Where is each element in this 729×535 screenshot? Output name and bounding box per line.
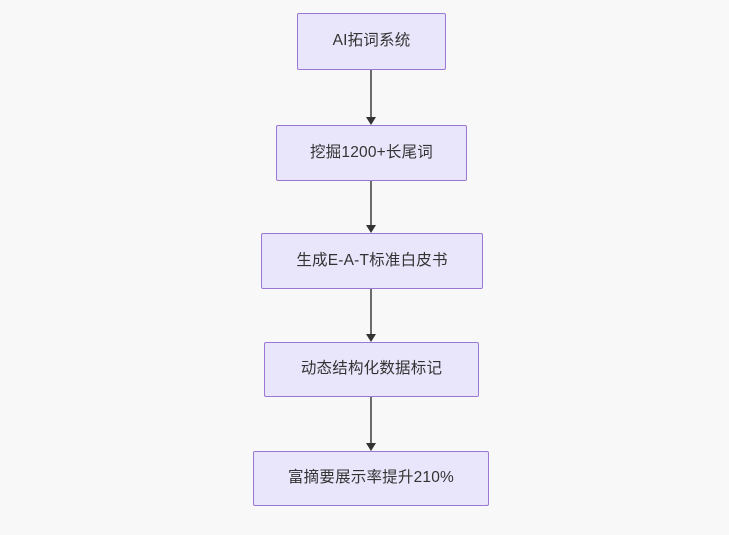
arrowhead-icon [365,443,376,451]
flow-node-label: 挖掘1200+长尾词 [309,143,434,161]
flow-node-generate-eat-whitepaper[interactable]: 生成E-A-T标准白皮书 [261,233,483,289]
flow-node-dynamic-structured-data-markup[interactable]: 动态结构化数据标记 [264,342,479,397]
edge-line [370,70,372,117]
flow-node-label: 生成E-A-T标准白皮书 [296,251,448,269]
flow-node-label: 富摘要展示率提升210% [287,469,455,487]
flow-node-label: 动态结构化数据标记 [300,360,443,378]
arrowhead-icon [365,334,376,342]
flow-node-rich-snippet-impression-lift[interactable]: 富摘要展示率提升210% [253,451,489,506]
edge-line [370,289,372,334]
flow-node-ai-keyword-system[interactable]: AI拓词系统 [297,13,446,70]
edge-line [370,181,372,225]
flow-node-label: AI拓词系统 [332,32,411,50]
flow-node-mine-longtail-keywords[interactable]: 挖掘1200+长尾词 [276,125,467,181]
arrowhead-icon [365,117,376,125]
edge-line [370,397,372,443]
arrowhead-icon [365,225,376,233]
